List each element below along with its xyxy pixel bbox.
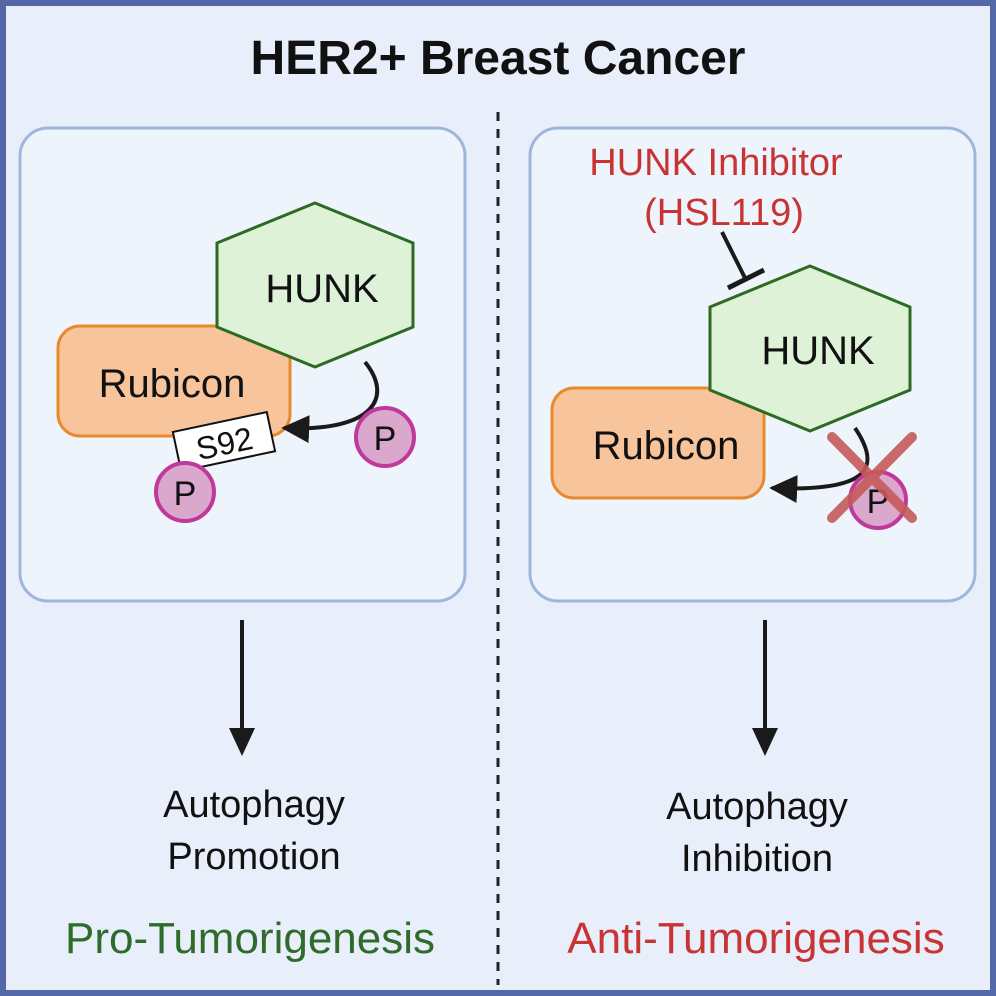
inhibitor-code: (HSL119) [644,192,804,234]
inhibitor-name: HUNK Inhibitor [589,142,843,184]
right-effect-label: Anti-Tumorigenesis [567,914,944,963]
left-hunk-label: HUNK [265,267,379,311]
figure-title: HER2+ Breast Cancer [251,32,746,85]
right-hunk-kinase [708,264,912,433]
left-down-arrow-head [229,728,255,756]
inhibition-bar [726,267,766,291]
left-panel: Rubicon HUNK S92 P P [18,126,467,603]
right-down-arrow-head [752,728,778,756]
right-outcome-line1: Autophagy [666,786,848,828]
left-attached-phosphate [154,461,216,523]
right-blocked-arrow [769,426,870,504]
right-hunk-label: HUNK [761,329,875,373]
block-cross [827,432,917,523]
inhibition-line [720,231,747,279]
right-rubicon-label: Rubicon [593,424,740,468]
left-rubicon-label: Rubicon [99,362,246,406]
left-hunk-kinase [215,201,415,369]
left-effect-label: Pro-Tumorigenesis [65,914,435,963]
left-phosphorylation-arrow [281,360,380,444]
left-outcome-line2: Promotion [167,836,340,878]
left-free-phosphate-label: P [374,420,397,458]
left-s92-site: S92 [171,410,277,473]
right-panel: HUNK Inhibitor (HSL119) Rubicon HUNK P [528,126,977,603]
right-rubicon-protein [550,386,766,500]
left-outcome-line1: Autophagy [163,784,345,826]
right-outcome-line2: Inhibition [681,838,833,880]
left-attached-phosphate-label: P [174,475,197,513]
left-free-phosphate [354,406,416,468]
